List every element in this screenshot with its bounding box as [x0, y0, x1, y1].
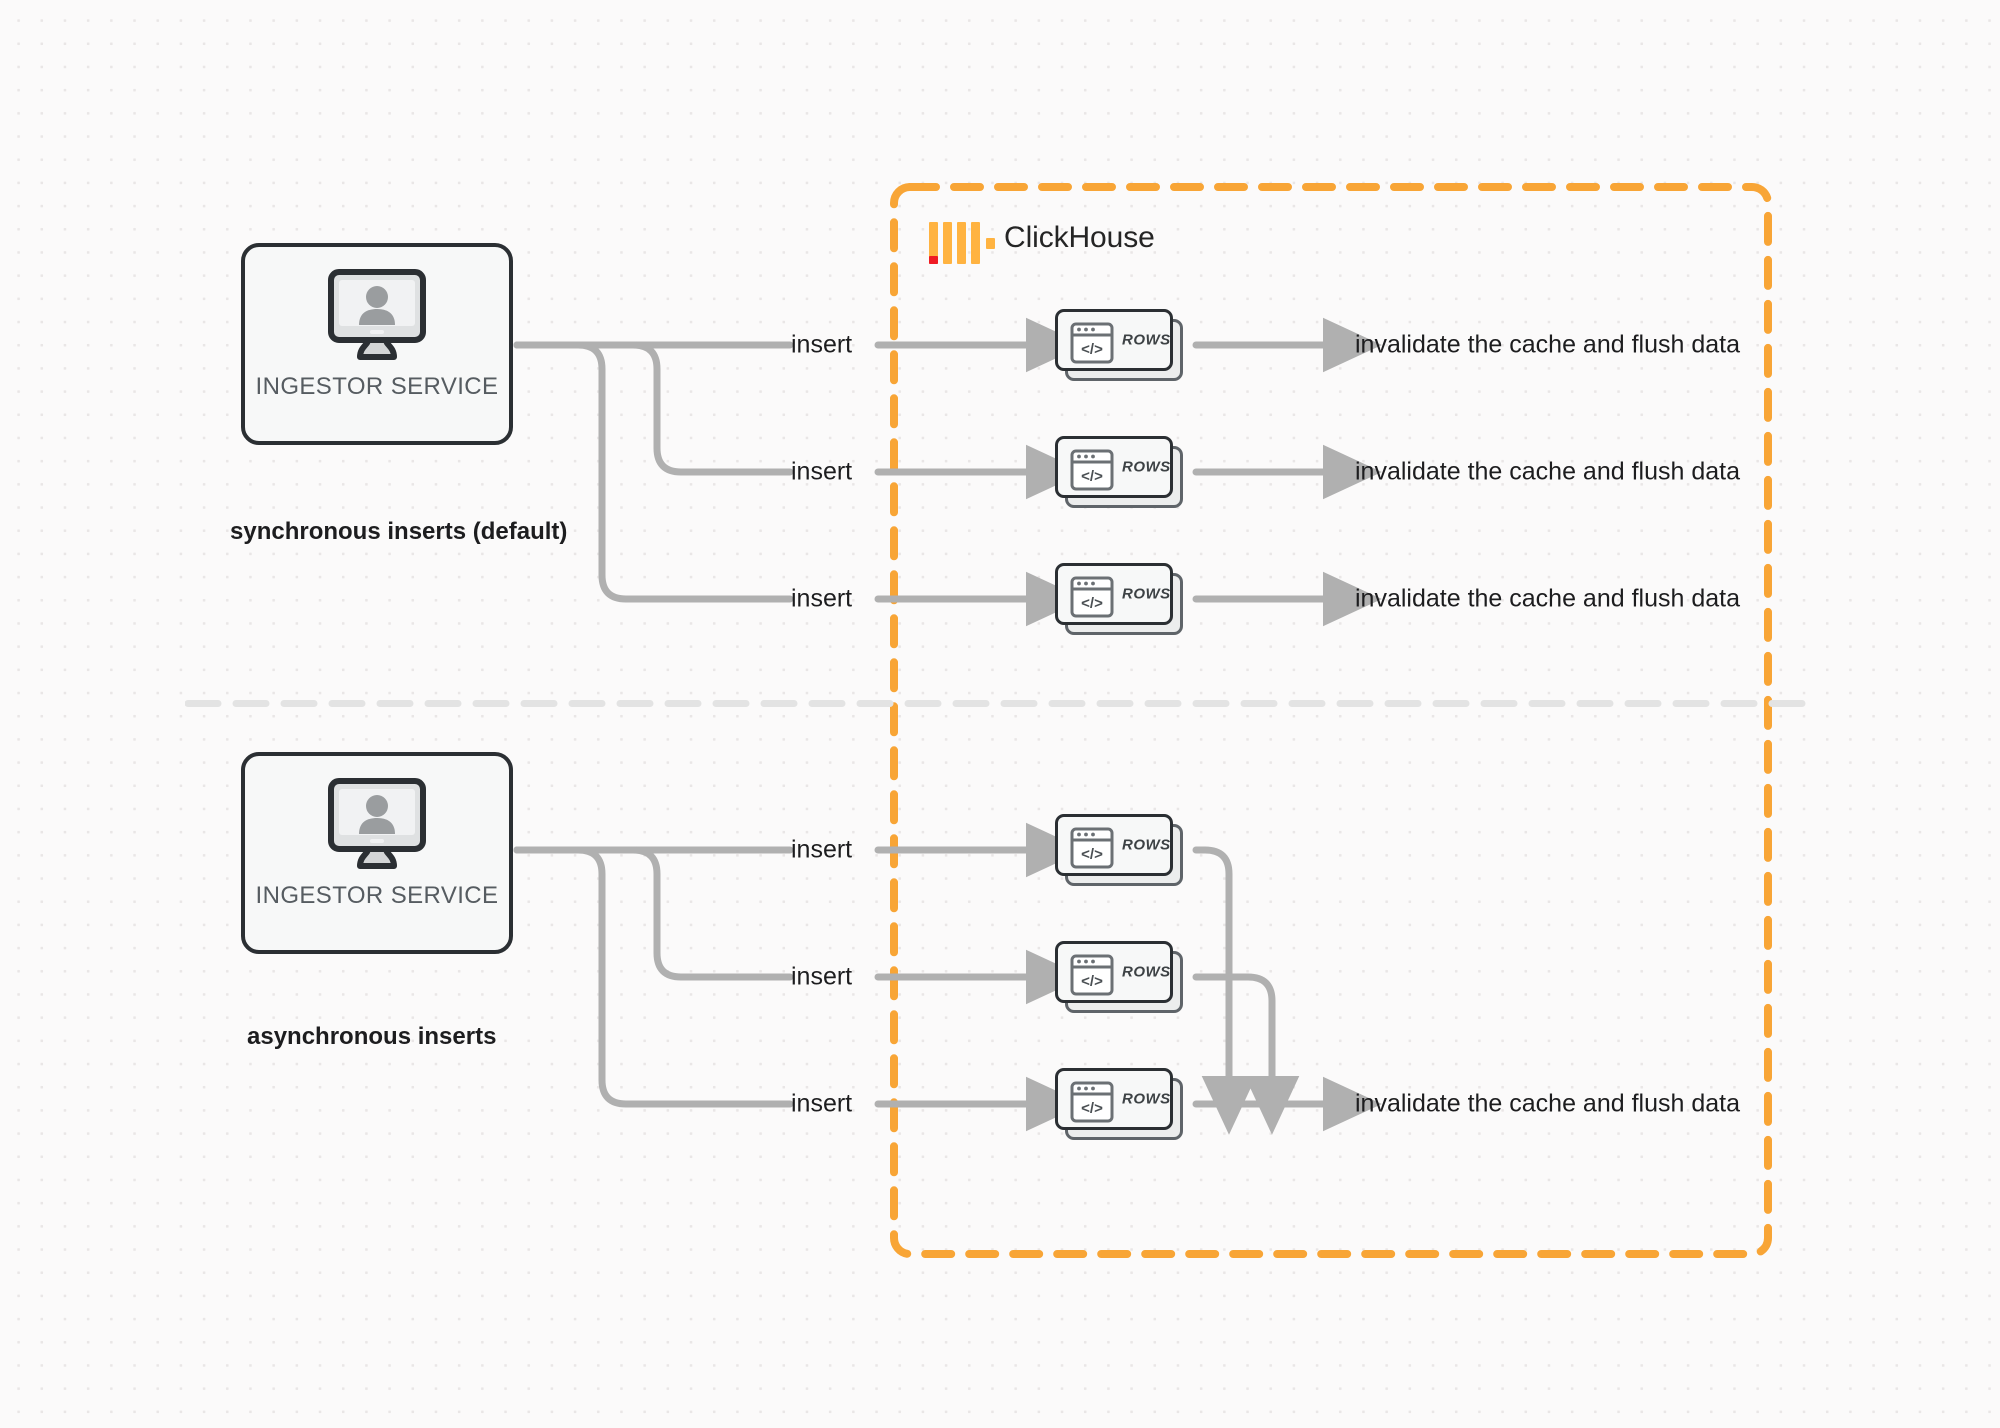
rows-card-front: </> ROWS — [1055, 814, 1173, 876]
insert-label-async-2: insert — [791, 962, 853, 991]
svg-text:</>: </> — [1081, 595, 1103, 612]
clickhouse-wordmark: ClickHouse — [1004, 221, 1155, 254]
insert-label-async-1: insert — [791, 835, 853, 864]
outcome-label-sync-2: invalidate the cache and flush data — [1355, 457, 1740, 486]
ingestor-service-label: INGESTOR SERVICE — [255, 882, 499, 909]
section-divider — [184, 694, 1816, 707]
rows-card-async-3[interactable]: </> ROWS — [1055, 1068, 1183, 1140]
rows-card-sync-3[interactable]: </> ROWS — [1055, 563, 1183, 635]
code-window-icon: </> — [1070, 576, 1114, 618]
rows-card-text: ROWS — [1122, 331, 1171, 349]
rows-card-front: </> ROWS — [1055, 309, 1173, 371]
code-window-icon: </> — [1070, 322, 1114, 364]
outcome-label-sync-3: invalidate the cache and flush data — [1355, 584, 1740, 613]
insert-label-sync-3: insert — [791, 584, 853, 613]
rows-card-front: </> ROWS — [1055, 436, 1173, 498]
svg-text:</>: </> — [1081, 341, 1103, 358]
caption-synchronous-inserts: synchronous inserts (default) — [230, 518, 568, 545]
ingestor-service-label: INGESTOR SERVICE — [255, 373, 499, 400]
code-window-icon: </> — [1070, 1081, 1114, 1123]
svg-text:</>: </> — [1081, 1100, 1103, 1117]
insert-label-async-3: insert — [791, 1089, 853, 1118]
monitor-user-icon — [327, 778, 427, 870]
rows-card-sync-2[interactable]: </> ROWS — [1055, 436, 1183, 508]
rows-card-async-2[interactable]: </> ROWS — [1055, 941, 1183, 1013]
rows-card-text: ROWS — [1122, 1090, 1171, 1108]
rows-card-text: ROWS — [1122, 963, 1171, 981]
rows-card-front: </> ROWS — [1055, 563, 1173, 625]
rows-card-front: </> ROWS — [1055, 941, 1173, 1003]
insert-label-sync-1: insert — [791, 330, 853, 359]
rows-card-text: ROWS — [1122, 836, 1171, 854]
outcome-label-sync-1: invalidate the cache and flush data — [1355, 330, 1740, 359]
code-window-icon: </> — [1070, 827, 1114, 869]
svg-text:</>: </> — [1081, 973, 1103, 990]
ingestor-service-box-sync[interactable]: INGESTOR SERVICE — [241, 243, 513, 445]
ingestor-service-box-async[interactable]: INGESTOR SERVICE — [241, 752, 513, 954]
rows-card-async-1[interactable]: </> ROWS — [1055, 814, 1183, 886]
rows-card-text: ROWS — [1122, 458, 1171, 476]
caption-asynchronous-inserts: asynchronous inserts — [247, 1023, 497, 1050]
rows-card-text: ROWS — [1122, 585, 1171, 603]
clickhouse-logo-icon — [929, 222, 995, 264]
code-window-icon: </> — [1070, 449, 1114, 491]
monitor-user-icon — [327, 269, 427, 361]
svg-text:</>: </> — [1081, 468, 1103, 485]
insert-label-sync-2: insert — [791, 457, 853, 486]
code-window-icon: </> — [1070, 954, 1114, 996]
rows-card-sync-1[interactable]: </> ROWS — [1055, 309, 1183, 381]
outcome-label-async-merged: invalidate the cache and flush data — [1355, 1089, 1740, 1118]
rows-card-front: </> ROWS — [1055, 1068, 1173, 1130]
svg-text:</>: </> — [1081, 846, 1103, 863]
